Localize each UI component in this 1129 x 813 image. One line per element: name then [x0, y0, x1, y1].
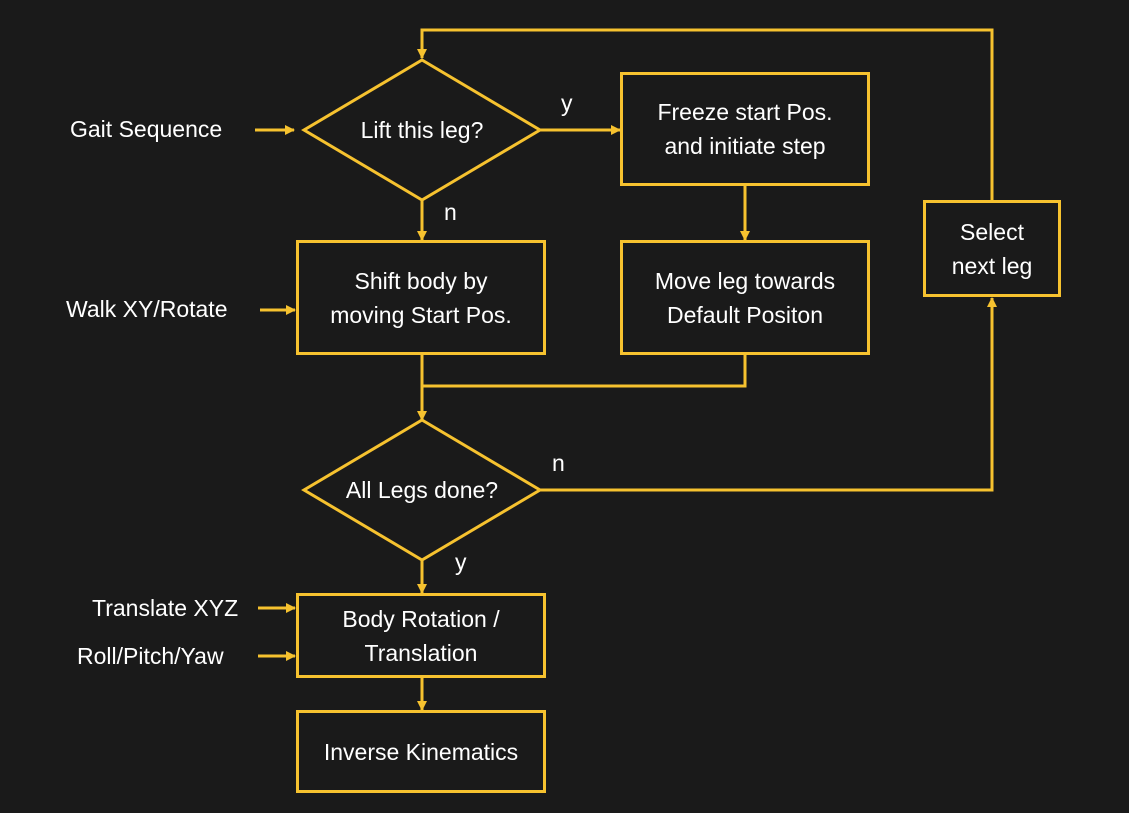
process-move-leg-label: Move leg towards Default Positon: [654, 267, 836, 328]
input-translate-xyz: Translate XYZ: [92, 595, 239, 621]
input-gait-sequence: Gait Sequence: [70, 116, 223, 142]
process-freeze-start-label: Freeze start Pos. and initiate step: [657, 99, 833, 159]
process-select-next-leg-label: Select next leg: [951, 218, 1033, 279]
arrow-done-no: [540, 297, 997, 492]
process-inverse-kinematics-label: Inverse Kinematics: [323, 738, 519, 765]
input-walk-xy-rotate: Walk XY/Rotate: [66, 296, 228, 322]
edge-label-done-no: n: [552, 450, 565, 476]
process-inverse-kinematics: Inverse Kinematics: [296, 710, 546, 793]
process-body-rotation-label: Body Rotation / Translation: [342, 605, 500, 666]
process-move-leg: Move leg towards Default Positon: [620, 240, 870, 355]
arrow-select-loop: [417, 28, 994, 200]
input-roll-pitch-yaw: Roll/Pitch/Yaw: [77, 643, 224, 669]
edge-label-lift-yes: y: [561, 90, 573, 116]
edge-label-lift-no: n: [444, 199, 457, 225]
decision-lift-leg-label: Lift this leg?: [360, 116, 484, 143]
process-shift-body-label: Shift body by moving Start Pos.: [330, 267, 512, 328]
edge-label-done-yes: y: [455, 549, 467, 575]
decision-all-legs-label: All Legs done?: [345, 476, 499, 503]
process-freeze-start: Freeze start Pos. and initiate step: [620, 72, 870, 186]
process-body-rotation: Body Rotation / Translation: [296, 593, 546, 678]
process-shift-body: Shift body by moving Start Pos.: [296, 240, 546, 355]
process-select-next-leg: Select next leg: [923, 200, 1061, 297]
line-move-leg-merge: [422, 355, 747, 388]
